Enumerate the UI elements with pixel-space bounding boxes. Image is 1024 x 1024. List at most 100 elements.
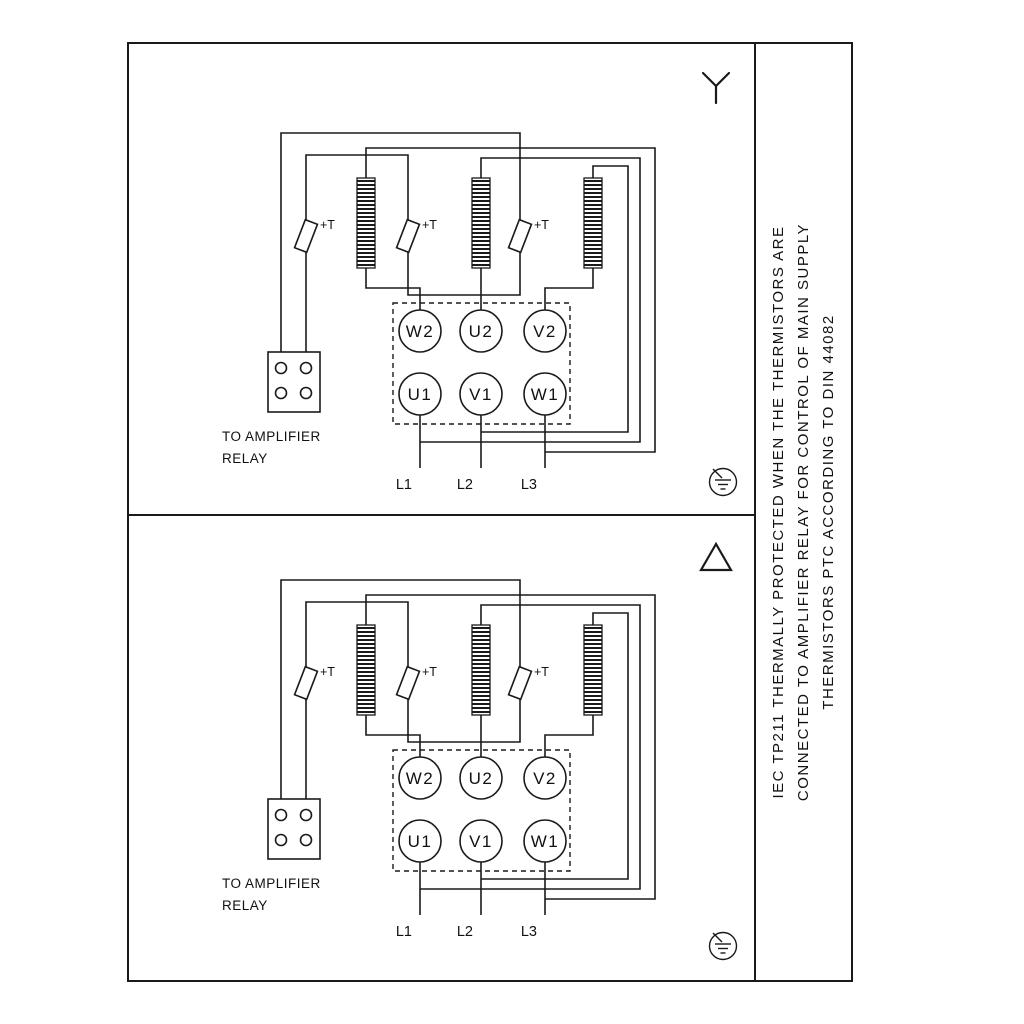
terminal-label: W1 bbox=[531, 832, 560, 851]
thermistor-symbol bbox=[395, 665, 421, 701]
wire-coil2-loop bbox=[420, 604, 641, 890]
side-note-line1: IEC TP211 THERMALLY PROTECTED WHEN THE T… bbox=[770, 225, 787, 798]
relay-terminal bbox=[299, 386, 313, 400]
wire-thermistor-bus bbox=[280, 132, 521, 352]
thermistor-label: +T bbox=[320, 218, 335, 232]
supply-label-l2: L2 bbox=[457, 924, 473, 940]
terminal-board-outline bbox=[392, 302, 571, 425]
terminal-circle bbox=[459, 309, 503, 353]
supply-label-l3: L3 bbox=[521, 477, 537, 493]
side-note: IEC TP211 THERMALLY PROTECTED WHEN THE T… bbox=[770, 223, 837, 801]
thermistor-label: +T bbox=[422, 665, 437, 679]
terminal-w1: W1 bbox=[523, 372, 567, 416]
thermistor-1: +T bbox=[293, 218, 335, 254]
wire-coil2-loop bbox=[420, 157, 641, 443]
wire-coil3-to-v2 bbox=[544, 268, 594, 310]
terminal-circle bbox=[398, 756, 442, 800]
wire-thermistor-bus bbox=[280, 579, 521, 799]
terminal-label: V2 bbox=[533, 769, 557, 788]
thermistor-symbol bbox=[507, 665, 533, 701]
thermistor-symbol bbox=[507, 218, 533, 254]
thermistor-3: +T bbox=[507, 665, 549, 701]
motor-winding-coil-2 bbox=[471, 624, 491, 716]
wire-thermistor-link-1-2 bbox=[305, 601, 409, 657]
motor-winding-coil-1 bbox=[356, 624, 376, 716]
terminal-circle bbox=[459, 819, 503, 863]
wire-coil1-loop bbox=[365, 594, 656, 900]
terminal-circle bbox=[398, 372, 442, 416]
thermistor-symbol bbox=[395, 218, 421, 254]
earth-ground-icon bbox=[708, 931, 738, 961]
side-note-line2: CONNECTED TO AMPLIFIER RELAY FOR CONTROL… bbox=[795, 223, 812, 801]
thermistor-2: +T bbox=[395, 665, 437, 701]
terminal-circle bbox=[523, 372, 567, 416]
wire-thermistor-link-2-3 bbox=[407, 709, 521, 743]
outer-border bbox=[127, 42, 853, 982]
motor-winding-coil-3 bbox=[583, 624, 603, 716]
terminal-v1: V1 bbox=[459, 819, 503, 863]
terminal-v2: V2 bbox=[523, 756, 567, 800]
wire-coil3-to-v2 bbox=[544, 715, 594, 757]
terminal-w1: W1 bbox=[523, 819, 567, 863]
amplifier-relay-connector bbox=[267, 798, 321, 860]
terminal-circle bbox=[523, 309, 567, 353]
terminal-circle bbox=[459, 756, 503, 800]
relay-caption-line1: TO AMPLIFIER bbox=[222, 429, 321, 444]
terminal-u1: U1 bbox=[398, 372, 442, 416]
thermistor-symbol bbox=[293, 665, 319, 701]
terminal-label: U1 bbox=[408, 385, 433, 404]
terminal-label: U1 bbox=[408, 832, 433, 851]
supply-label-l1: L1 bbox=[396, 477, 412, 493]
relay-box bbox=[267, 798, 321, 860]
wire-coil3-loop bbox=[481, 165, 629, 433]
relay-terminal bbox=[274, 808, 288, 822]
panel-delta-connection: +T +T +T TO AMPLIFIER RELAY W2 U2 bbox=[222, 579, 656, 940]
panel-star-connection: +T +T +T TO AMPLIFIER RELAY W2 U2 bbox=[222, 132, 656, 493]
terminal-circle bbox=[459, 372, 503, 416]
relay-terminal bbox=[274, 833, 288, 847]
wire-coil3-loop bbox=[481, 612, 629, 880]
earth-ground-icon bbox=[708, 467, 738, 497]
terminal-w2: W2 bbox=[398, 309, 442, 353]
terminal-label: V1 bbox=[469, 385, 493, 404]
wire-coil1-to-w2 bbox=[365, 268, 421, 310]
relay-caption-line1: TO AMPLIFIER bbox=[222, 876, 321, 891]
wire-coil1-to-w2 bbox=[365, 715, 421, 757]
terminal-v2: V2 bbox=[523, 309, 567, 353]
terminal-circle bbox=[523, 756, 567, 800]
motor-winding-coil-1 bbox=[356, 177, 376, 269]
wire-thermistor-link-1-2 bbox=[305, 154, 409, 210]
terminal-label: W2 bbox=[406, 322, 435, 341]
wye-icon bbox=[701, 71, 731, 105]
motor-winding-coil-3 bbox=[583, 177, 603, 269]
terminal-u1: U1 bbox=[398, 819, 442, 863]
terminal-w2: W2 bbox=[398, 756, 442, 800]
thermistor-2: +T bbox=[395, 218, 437, 254]
terminal-label: V2 bbox=[533, 322, 557, 341]
relay-terminal bbox=[299, 833, 313, 847]
relay-caption-line2: RELAY bbox=[222, 451, 268, 466]
thermistor-label: +T bbox=[422, 218, 437, 232]
terminal-circle bbox=[523, 819, 567, 863]
thermistor-label: +T bbox=[534, 665, 549, 679]
relay-terminal bbox=[299, 808, 313, 822]
terminal-board-outline bbox=[392, 749, 571, 872]
wire-coil1-loop bbox=[365, 147, 656, 453]
thermistor-label: +T bbox=[320, 665, 335, 679]
thermistor-symbol bbox=[293, 218, 319, 254]
terminal-label: W1 bbox=[531, 385, 560, 404]
thermistor-3: +T bbox=[507, 218, 549, 254]
relay-caption-line2: RELAY bbox=[222, 898, 268, 913]
motor-winding-coil-2 bbox=[471, 177, 491, 269]
delta-icon bbox=[699, 541, 733, 572]
side-note-line3: THERMISTORS PTC ACCORDING TO DIN 44082 bbox=[820, 314, 837, 709]
terminal-circle bbox=[398, 309, 442, 353]
relay-box bbox=[267, 351, 321, 413]
terminal-label: V1 bbox=[469, 832, 493, 851]
supply-label-l2: L2 bbox=[457, 477, 473, 493]
relay-terminal bbox=[274, 386, 288, 400]
terminal-circle bbox=[398, 819, 442, 863]
wire-thermistor-link-2-3 bbox=[407, 262, 521, 296]
thermistor-1: +T bbox=[293, 665, 335, 701]
